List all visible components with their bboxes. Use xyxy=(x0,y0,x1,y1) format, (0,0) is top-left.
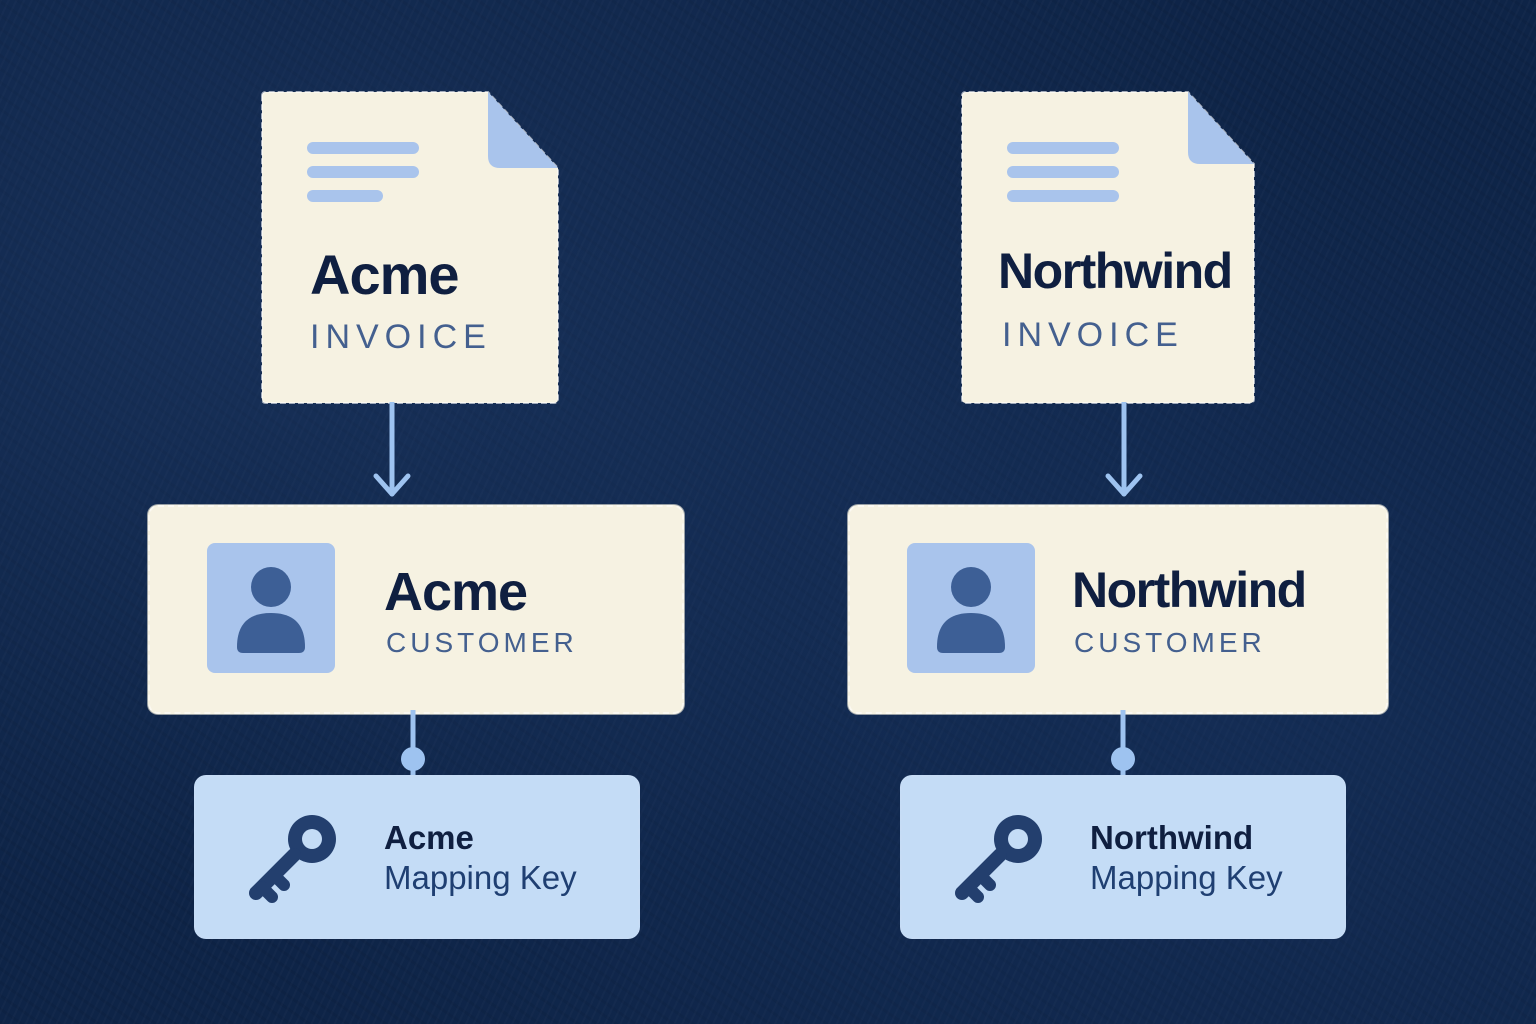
person-icon xyxy=(237,567,305,653)
mapping-key-title: Acme xyxy=(384,819,474,856)
invoice-document: Acme INVOICE xyxy=(260,90,560,405)
customer-title: Northwind xyxy=(1072,562,1307,618)
customer-label: CUSTOMER xyxy=(1074,627,1266,658)
invoice-title: Acme xyxy=(310,243,460,306)
invoice-title: Northwind xyxy=(998,243,1233,299)
invoice-document: Northwind INVOICE xyxy=(960,90,1260,405)
avatar xyxy=(207,543,335,673)
connector-dot-icon xyxy=(1111,710,1135,776)
mapping-key-card: Northwind Mapping Key xyxy=(900,775,1346,939)
mapping-key-title: Northwind xyxy=(1090,819,1254,856)
customer-label: CUSTOMER xyxy=(386,627,578,658)
arrow-down-icon xyxy=(1105,402,1143,497)
customer-card: Acme CUSTOMER xyxy=(148,505,684,714)
document-text-lines xyxy=(1007,142,1119,214)
mapping-key-card: Acme Mapping Key xyxy=(194,775,640,939)
connector-dot-icon xyxy=(401,710,425,776)
customer-title: Acme xyxy=(384,562,528,622)
mapping-key-label: Mapping Key xyxy=(1090,859,1283,896)
document-text-lines xyxy=(307,142,419,214)
northwind-column: Northwind INVOICE Northwind CUSTOMER Nor… xyxy=(840,0,1440,1024)
acme-column: Acme INVOICE Acme CUSTOMER Acme Mapping … xyxy=(140,0,740,1024)
arrow-down-icon xyxy=(373,402,411,497)
customer-card: Northwind CUSTOMER xyxy=(848,505,1388,714)
mapping-key-label: Mapping Key xyxy=(384,859,577,896)
avatar xyxy=(907,543,1035,673)
invoice-label: INVOICE xyxy=(1002,316,1184,354)
person-icon xyxy=(937,567,1005,653)
key-icon xyxy=(955,815,1042,903)
key-icon xyxy=(249,815,336,903)
invoice-label: INVOICE xyxy=(310,318,492,356)
